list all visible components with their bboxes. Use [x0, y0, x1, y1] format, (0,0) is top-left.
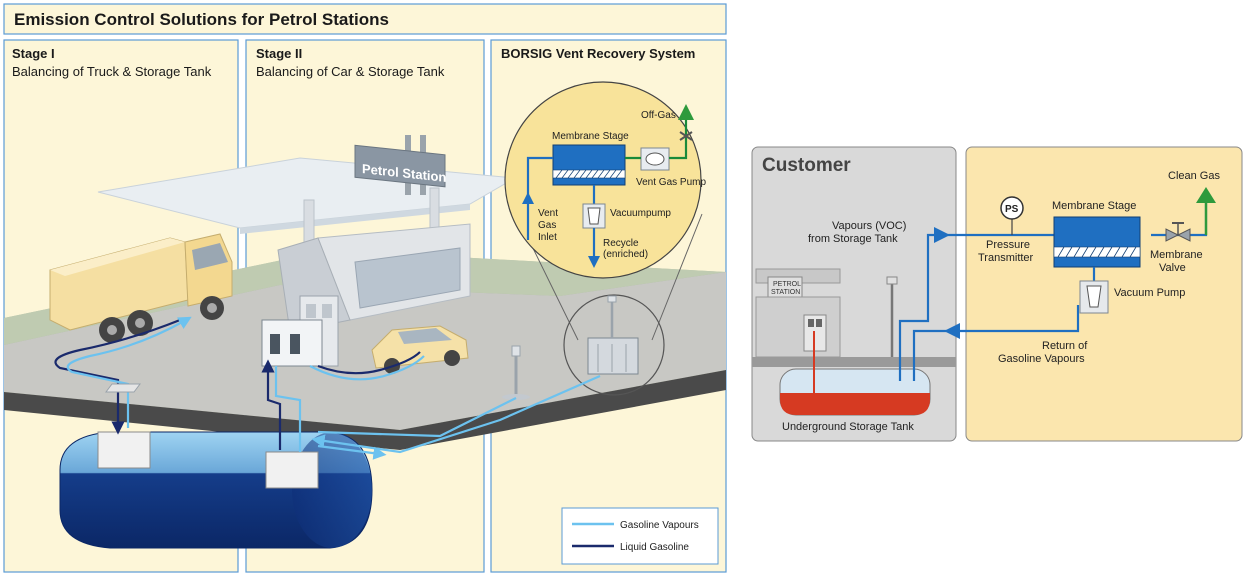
callout-inlet-label-1: Vent [538, 208, 558, 219]
stage2-subheading: Balancing of Car & Storage Tank [256, 64, 445, 79]
callout-inlet-label-2: Gas [538, 220, 556, 231]
callout-vacuumpump-label: Vacuumpump [610, 208, 671, 219]
customer-vent-recovery-diagram: Customer PETROL STATION Underground Stor… [751, 146, 1243, 442]
callout-vent-gas-pump-label: Vent Gas Pump [636, 177, 706, 188]
callout-recycle-label-2: (enriched) [603, 249, 648, 260]
petrol-station-label-2: STATION [771, 289, 800, 296]
stage1-heading: Stage I [12, 46, 55, 61]
fuel-dispenser [261, 295, 339, 367]
legend-gasoline-vapours: Gasoline Vapours [620, 520, 699, 531]
membrane-valve-label-2: Valve [1159, 262, 1186, 274]
vapours-label-1: Vapours (VOC) [832, 220, 906, 232]
membrane-valve [1165, 222, 1191, 242]
underground-tank [59, 431, 373, 549]
customer-panel [751, 146, 957, 442]
customer-heading: Customer [762, 155, 851, 176]
petrol-station-building: PETROL STATION [755, 268, 841, 358]
callout-membrane-stage [552, 144, 626, 186]
tanker-truck [49, 233, 233, 343]
clean-gas-arrow [1196, 187, 1216, 203]
road [4, 272, 726, 430]
pressure-transmitter-gauge [1000, 196, 1024, 220]
stage3-heading: BORSIG Vent Recovery System [501, 46, 695, 61]
underground-storage-tank [779, 368, 931, 416]
vacuum-pump-label: Vacuum Pump [1114, 287, 1185, 299]
pressure-transmitter-label-1: Pressure [986, 239, 1030, 251]
legend: Gasoline Vapours Liquid Gasoline [561, 507, 719, 565]
petrol-station-emission-diagram: Emission Control Solutions for Petrol St… [3, 3, 727, 573]
membrane-valve-label-1: Membrane [1150, 249, 1203, 261]
callout-membrane-stage-label: Membrane Stage [552, 131, 629, 142]
stage1-subheading: Balancing of Truck & Storage Tank [12, 64, 212, 79]
return-label-1: Return of [1042, 340, 1088, 352]
callout-inlet-label-3: Inlet [538, 232, 557, 243]
title-bar [3, 3, 727, 35]
pressure-transmitter-label-2: Transmitter [978, 252, 1034, 264]
vent-recovery-unit [587, 295, 639, 375]
diagram-title: Emission Control Solutions for Petrol St… [14, 10, 389, 29]
return-label-2: Gasoline Vapours [998, 353, 1085, 365]
callout-recycle-label-1: Recycle [603, 238, 639, 249]
vapours-label-2: from Storage Tank [808, 233, 898, 245]
pressure-transmitter-ps: PS [1005, 204, 1019, 215]
magnifier-small [563, 294, 665, 396]
stage2-heading: Stage II [256, 46, 302, 61]
petrol-station-sign [354, 144, 446, 188]
clean-gas-label: Clean Gas [1168, 170, 1220, 182]
membrane-stage [1053, 216, 1141, 268]
legend-liquid-gasoline: Liquid Gasoline [620, 542, 689, 553]
vent-recovery-callout: Membrane Stage Vent Gas Pump Off-Gas Vac… [504, 81, 706, 279]
petrol-station-label-1: PETROL [773, 281, 801, 288]
membrane-stage-label: Membrane Stage [1052, 200, 1136, 212]
underground-tank-label: Underground Storage Tank [782, 421, 914, 433]
callout-off-gas-label: Off-Gas [641, 110, 676, 121]
pipe-network [54, 316, 601, 460]
